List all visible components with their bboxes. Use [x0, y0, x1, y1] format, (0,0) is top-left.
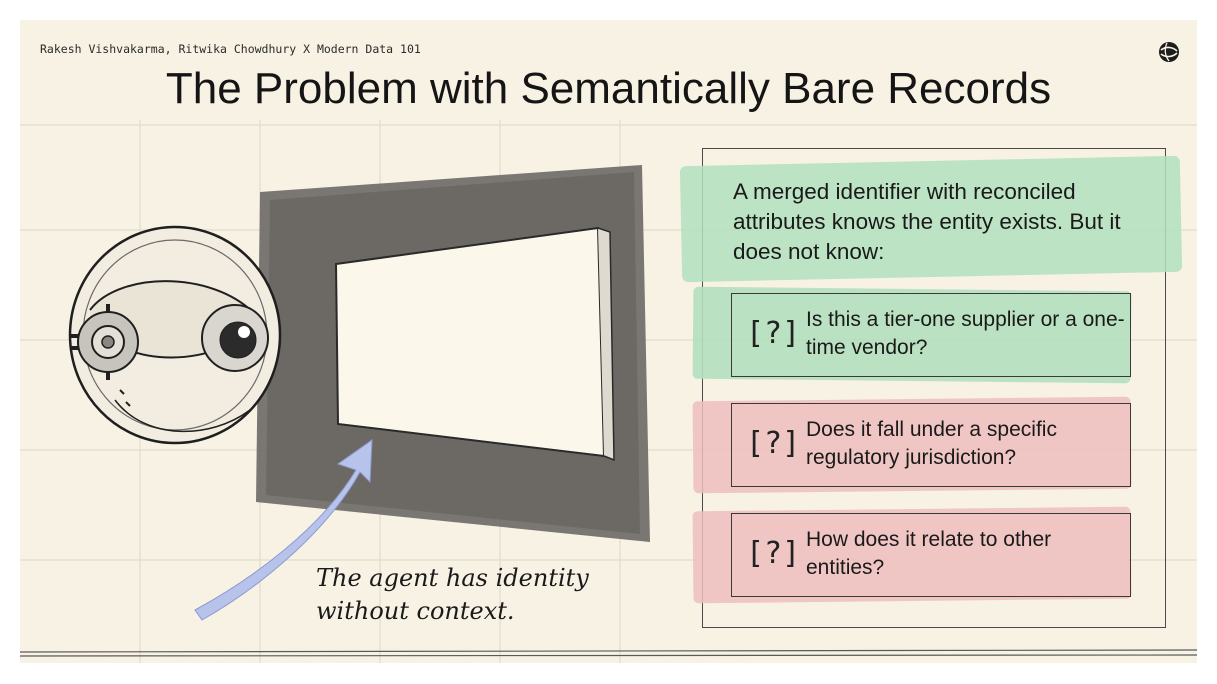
question-mark-icon: [?] [746, 426, 801, 461]
slide: Rakesh Vishvakarma, Ritwika Chowdhury X … [20, 20, 1197, 663]
question-text: Is this a tier-one supplier or a one-tim… [806, 308, 1125, 359]
blank-screen-icon [256, 165, 650, 542]
questions-panel: A merged identifier with reconciled attr… [679, 148, 1183, 628]
question-card: [?] Does it fall under a specific regula… [731, 403, 1131, 487]
robot-eye-camera-icon [68, 225, 282, 445]
curved-arrow-icon [194, 439, 373, 621]
question-card: [?] How does it relate to other entities… [731, 513, 1131, 597]
question-text: How does it relate to other entities? [806, 528, 1052, 579]
caption-line-2: without context. [316, 597, 515, 625]
illustration [68, 165, 650, 621]
question-mark-icon: [?] [746, 536, 801, 571]
intro-text: A merged identifier with reconciled attr… [733, 179, 1121, 264]
question-mark-icon: [?] [746, 316, 801, 351]
caption-line-1: The agent has identity [316, 564, 589, 592]
globe-swirl-icon [1159, 42, 1179, 62]
illustration-caption: The agent has identity without context. [316, 562, 589, 628]
question-text: Does it fall under a specific regulatory… [806, 418, 1057, 469]
page-title: The Problem with Semantically Bare Recor… [165, 64, 1052, 113]
author-credit: Rakesh Vishvakarma, Ritwika Chowdhury X … [40, 42, 421, 56]
question-card: [?] Is this a tier-one supplier or a one… [731, 293, 1131, 377]
